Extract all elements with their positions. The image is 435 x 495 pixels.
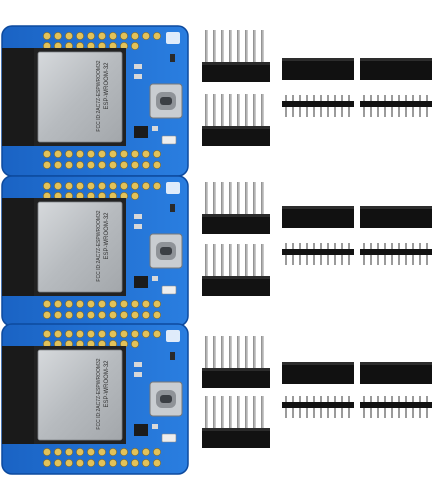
esp32-board-1: ESP-WROOM-32 FCC ID:2AC7Z-ESPWROOM32 xyxy=(1,25,189,177)
accessory-headers-2 xyxy=(202,182,432,296)
module-fcc-label: FCC ID:2AC7Z-ESPWROOM32 xyxy=(96,60,102,131)
module-fcc-label: FCC ID:2AC7Z-ESPWROOM32 xyxy=(96,358,102,429)
esp32-board-2: ESP-WROOM-32 FCC ID:2AC7Z-ESPWROOM32 xyxy=(1,175,189,327)
module-label: ESP-WROOM-32 xyxy=(104,62,110,110)
module-fcc-label: FCC ID:2AC7Z-ESPWROOM32 xyxy=(96,210,102,281)
module-label: ESP-WROOM-32 xyxy=(104,360,110,408)
accessory-headers-1 xyxy=(202,30,432,146)
module-label: ESP-WROOM-32 xyxy=(104,212,110,260)
accessory-headers-3 xyxy=(202,336,432,448)
esp32-board-3: ESP-WROOM-32 FCC ID:2AC7Z-ESPWROOM32 xyxy=(1,323,189,475)
